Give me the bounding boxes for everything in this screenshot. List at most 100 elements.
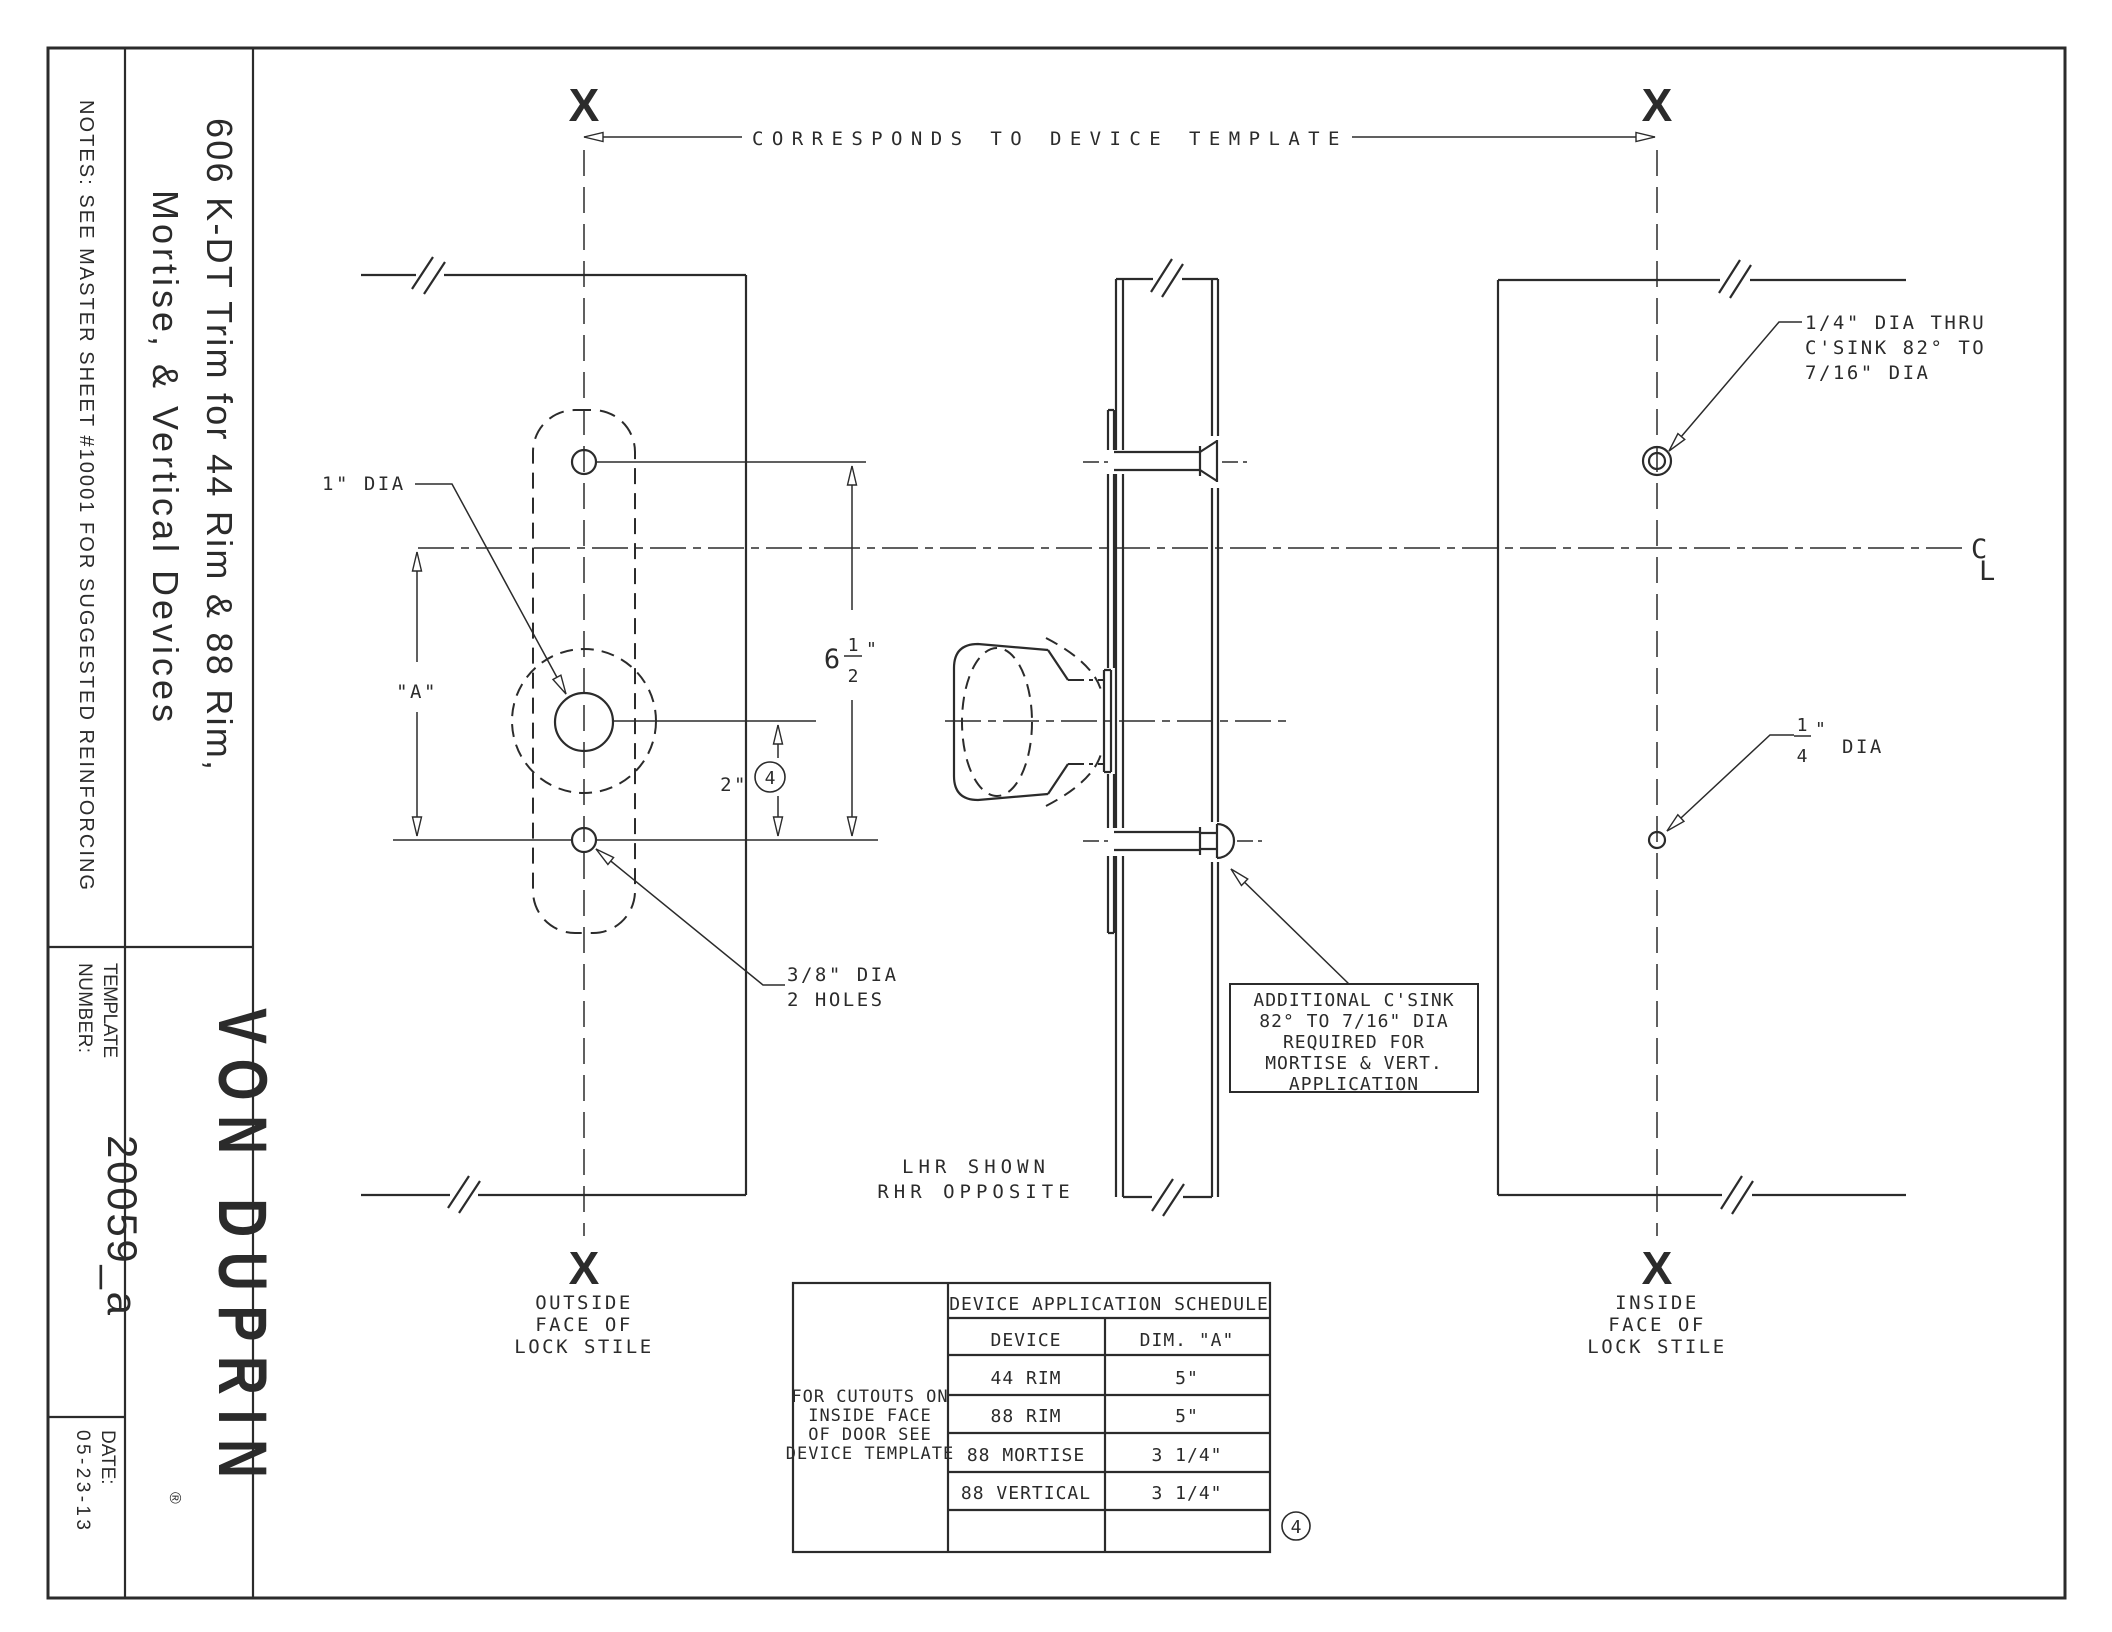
table-row-dim: 5" (1175, 1406, 1199, 1427)
title-block-borders (46, 46, 2067, 1600)
corresponds-label: CORRESPONDS TO DEVICE TEMPLATE (752, 128, 1342, 150)
additional-note-line5: APPLICATION (1289, 1074, 1419, 1095)
leader-csink (1668, 321, 1802, 452)
template-label-line2: NUMBER: (74, 963, 95, 1053)
leader-quarter-dia (1666, 734, 1794, 832)
break-symbol (447, 1175, 481, 1214)
table-row-dim: 5" (1175, 1368, 1199, 1389)
label-quarter-dia: 1 4 " DIA (1794, 715, 1884, 767)
title-block-text: NOTES: SEE MASTER SHEET #10001 FOR SUGGE… (72, 100, 280, 1530)
label-2in: 2" (720, 774, 748, 796)
table-row-device: 88 MORTISE (967, 1445, 1085, 1466)
dim-6half-inch: " (866, 639, 877, 660)
lower-bolt (1083, 822, 1262, 860)
break-symbol (1151, 1178, 1185, 1217)
additional-note-line4: MORTISE & VERT. (1265, 1053, 1443, 1074)
x-marker-bottom-left: X (569, 1242, 600, 1294)
additional-note-line3: REQUIRED FOR (1283, 1032, 1425, 1053)
inside-face-line3: LOCK STILE (1587, 1336, 1726, 1358)
centerline-symbol-c: C (1971, 534, 1987, 565)
break-symbol (1720, 1175, 1754, 1215)
sheet-title-line2: Mortise, & Vertical Devices (145, 190, 186, 722)
table-title: DEVICE APPLICATION SCHEDULE (949, 1294, 1269, 1315)
inside-face-line2: FACE OF (1608, 1314, 1706, 1336)
table-flag-4-circle (1281, 1511, 1311, 1541)
flag-4-circle (754, 761, 786, 793)
label-38dia-line2: 2 HOLES (787, 989, 885, 1011)
dim-quarter-numerator: 1 (1797, 715, 1808, 736)
table-flag-4: 4 (1291, 1517, 1302, 1538)
outside-face-view (361, 256, 748, 1214)
label-dim-a: "A" (396, 681, 438, 703)
centerlines (418, 150, 1967, 1236)
label-1in-dia: 1" DIA (322, 473, 406, 495)
drawing-text: X X X X CORRESPONDS TO DEVICE TEMPLATE 1… (322, 79, 1995, 1538)
table-note-line2: INSIDE FACE (808, 1406, 932, 1426)
dome-head (1216, 822, 1236, 860)
label-38dia-line1: 3/8" DIA (787, 964, 899, 986)
table-row-dim: 3 1/4" (1151, 1445, 1222, 1466)
knob-neck (1068, 679, 1104, 765)
x-marker-top-right: X (1642, 79, 1673, 131)
knob-taper (1047, 649, 1069, 795)
schedule-table-text: DEVICE APPLICATION SCHEDULE DEVICE DIM. … (786, 1294, 1302, 1538)
outside-face-line2: FACE OF (535, 1314, 633, 1336)
label-6half: 6 1 2 " (824, 635, 877, 687)
dimension-lines (393, 131, 1656, 841)
additional-note-line2: 82° TO 7/16" DIA (1259, 1011, 1448, 1032)
handing-line2: RHR OPPOSITE (877, 1181, 1074, 1203)
section-view (952, 258, 1262, 1217)
notes-text: NOTES: SEE MASTER SHEET #10001 FOR SUGGE… (75, 100, 97, 890)
dim-6half-numerator: 1 (848, 635, 859, 656)
template-label-line1: TEMPLATE (99, 963, 120, 1058)
table-row-device: 88 RIM (990, 1406, 1061, 1427)
table-row-device: 88 VERTICAL (961, 1483, 1091, 1504)
label-csink-line3: 7/16" DIA (1805, 362, 1930, 384)
flag-4: 4 (765, 768, 776, 789)
leader-38-dia (595, 848, 785, 986)
knob (952, 637, 1113, 807)
sheet-title-line1: 606 K-DT Trim for 44 Rim & 88 Rim, (199, 118, 240, 770)
dim-6half-whole: 6 (824, 644, 840, 675)
inside-face-view (1496, 259, 1906, 1215)
leader-1in-dia (415, 483, 567, 695)
table-note-line3: OF DOOR SEE (808, 1425, 932, 1445)
table-note-line4: DEVICE TEMPLATE (786, 1444, 955, 1464)
date-value: 05-23-13 (72, 1430, 93, 1530)
table-row-dim: 3 1/4" (1151, 1483, 1222, 1504)
label-csink-line2: C'SINK 82° TO (1805, 337, 1986, 359)
leader-lines (415, 321, 1802, 986)
label-csink-line1: 1/4" DIA THRU (1805, 312, 1986, 334)
brand-logo: VON DUPRIN (203, 1008, 280, 1478)
outside-face-line1: OUTSIDE (535, 1292, 633, 1314)
knob-face-hidden (961, 647, 1033, 797)
date-label: DATE: (97, 1430, 118, 1485)
top-bolt (1083, 440, 1250, 482)
dim-quarter-denominator: 4 (1797, 746, 1808, 767)
additional-note-line1: ADDITIONAL C'SINK (1253, 990, 1454, 1011)
break-symbol (411, 256, 446, 295)
dim-quarter-inch: " (1815, 719, 1826, 740)
handing-line1: LHR SHOWN (902, 1156, 1050, 1178)
table-row-device: 44 RIM (990, 1368, 1061, 1389)
annotations-linework (754, 761, 1479, 1554)
dim-quarter-suffix: DIA (1842, 736, 1884, 758)
break-symbol (1718, 259, 1752, 299)
dim-6half-denominator: 2 (848, 666, 859, 687)
x-marker-top-left: X (569, 79, 600, 131)
leader-additional-note (1230, 868, 1351, 986)
knob-head (952, 642, 1049, 802)
schedule-table-lines (791, 1281, 1272, 1554)
additional-note-box (1229, 983, 1479, 1093)
centerline-symbol-l: L (1979, 556, 1995, 587)
table-note-line1: FOR CUTOUTS ON (791, 1387, 948, 1407)
registered-mark: ® (166, 1492, 183, 1504)
table-col-dim: DIM. "A" (1140, 1330, 1235, 1351)
outside-face-line3: LOCK STILE (514, 1336, 653, 1358)
template-number: 20059_a (99, 1135, 146, 1316)
sheet-border (46, 46, 2067, 1600)
x-marker-bottom-right: X (1642, 1242, 1673, 1294)
inside-face-line1: INSIDE (1615, 1292, 1699, 1314)
